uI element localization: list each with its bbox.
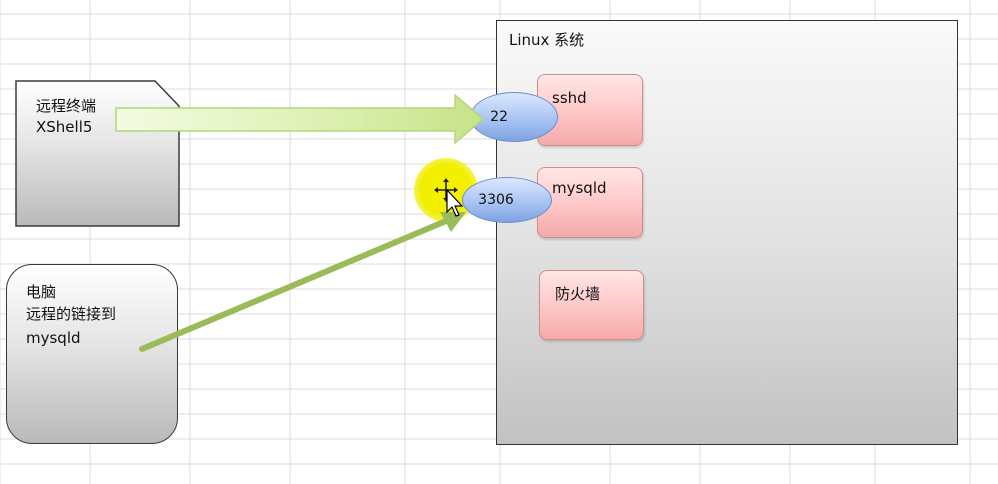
service-firewall-label: 防火墙 (555, 285, 601, 303)
remote-terminal-label-line1: 远程终端 (36, 97, 97, 115)
port-22-label: 22 (490, 109, 508, 125)
linux-system-title: Linux 系统 (509, 31, 585, 49)
port-3306-label: 3306 (478, 192, 514, 208)
port-22: 22 (470, 92, 558, 142)
service-mysqld-label: mysqld (552, 179, 607, 197)
port-3306: 3306 (462, 177, 552, 223)
computer-label-line1: 电脑 (26, 283, 57, 301)
remote-terminal-label-line2: XShell5 (36, 118, 93, 136)
computer-label-line3: mysqld (26, 329, 81, 347)
service-sshd-label: sshd (552, 89, 587, 107)
service-mysqld: mysqld (537, 167, 643, 238)
computer-label-line2: 远程的链接到 (26, 305, 117, 323)
service-firewall: 防火墙 (539, 270, 644, 340)
